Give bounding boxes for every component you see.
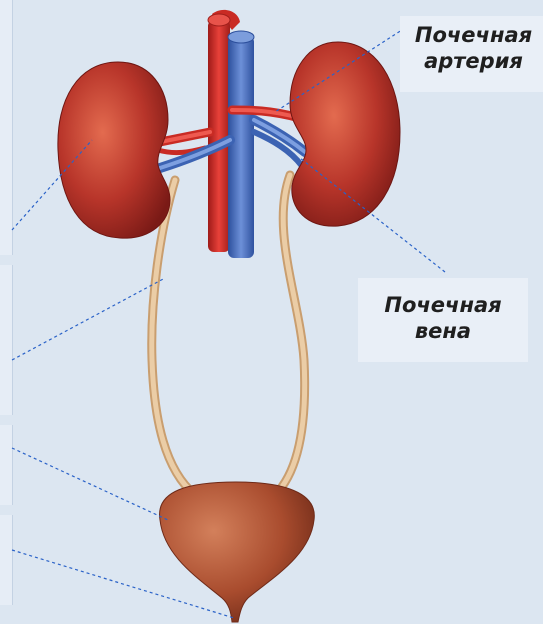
renal-artery-label: Почечная артерия bbox=[404, 22, 543, 74]
left-ureter bbox=[152, 180, 195, 495]
leader-ureter bbox=[12, 278, 165, 360]
leader-bladder bbox=[12, 448, 168, 520]
renal-artery-label-line2: артерия bbox=[404, 48, 543, 74]
renal-artery-label-line1: Почечная bbox=[404, 22, 543, 48]
bladder bbox=[160, 482, 315, 622]
left-kidney bbox=[58, 62, 170, 238]
renal-vein-label-line1: Почечная bbox=[362, 292, 524, 318]
renal-vein-label: Почечная вена bbox=[362, 292, 524, 344]
renal-vein-label-line2: вена bbox=[362, 318, 524, 344]
right-kidney bbox=[290, 42, 400, 226]
